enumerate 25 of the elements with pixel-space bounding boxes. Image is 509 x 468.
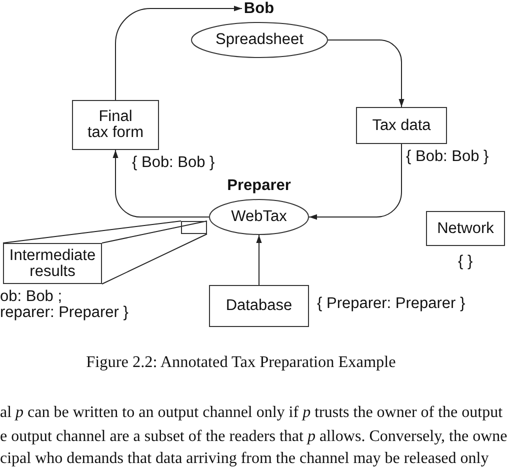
label-annotation: ob: Bob ; reparer: Preparer } [0,289,128,321]
process-box: Database [209,285,309,327]
node-label: Spreadsheet [216,32,304,48]
arrow [112,150,210,218]
principal-label: Preparer [227,177,291,194]
figure-caption: Figure 2.2: Annotated Tax Preparation Example [86,354,396,371]
label-annotation: { Bob: Bob } [132,155,215,171]
label-annotation: { Preparer: Preparer } [317,296,466,312]
process-box: Network [426,211,505,246]
body-text-line: e output channel are a subset of the readers that p allows. Conversely, the owne [0,428,508,445]
arrow [328,40,404,108]
label-annotation: { Bob: Bob } [406,149,489,165]
label-annotation: { } [458,254,473,270]
body-text-line: al p can be written to an output channel only if p trusts the owner of the output [0,404,503,421]
arrow [256,234,262,286]
arrow [115,6,242,100]
body-text-line: cipal who demands that data arriving from the channel may be released only [0,450,489,467]
arrow [308,144,402,220]
process-box: Final tax form [72,100,159,150]
magnification-lines [2,220,208,284]
magnified-region-outline [181,221,207,234]
process-box: Tax data [356,107,447,144]
node-label: WebTax [231,209,287,225]
principal-label: Bob [242,0,276,17]
process-box: Intermediate results [3,243,102,284]
